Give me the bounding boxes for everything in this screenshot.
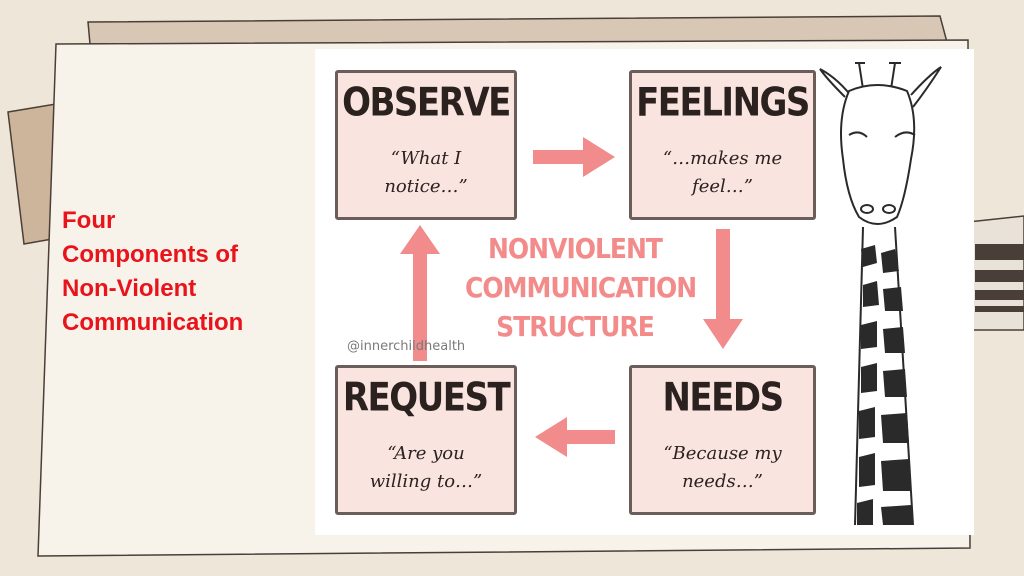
center-line-1: NONVIOLENT <box>488 232 663 265</box>
title-line-4: Communication <box>62 309 244 336</box>
title-line-1: Four <box>62 207 116 234</box>
slide-title: Four Components of Non-Violent Communica… <box>62 204 322 340</box>
card-needs-quote-line-2: needs…” <box>682 471 763 492</box>
card-feelings: FEELINGS “…makes me feel…” <box>629 70 816 220</box>
arrow-feelings-to-needs <box>703 229 743 349</box>
right-lined-paper <box>967 215 1024 331</box>
card-feelings-quote-line-2: feel…” <box>692 176 753 197</box>
diagram-center-label: NONVIOLENT COMMUNICATION STRUCTURE <box>465 229 697 346</box>
giraffe-spots <box>857 245 913 525</box>
card-request: REQUEST “Are you willing to…” <box>335 365 517 515</box>
card-observe-heading: OBSERVE <box>342 80 511 126</box>
card-request-quote-line-1: “Are you <box>387 443 465 464</box>
card-feelings-heading: FEELINGS <box>636 80 810 126</box>
title-line-3: Non-Violent <box>62 275 197 302</box>
card-request-heading: REQUEST <box>342 375 511 421</box>
title-line-2: Components of <box>62 241 238 268</box>
center-line-2: COMMUNICATION <box>465 271 697 304</box>
diagram-arrows <box>400 62 942 526</box>
card-feelings-quote: “…makes me feel…” <box>638 145 807 201</box>
arrow-request-to-observe <box>400 225 440 361</box>
card-observe: OBSERVE “What I notice…” <box>335 70 517 220</box>
card-needs: NEEDS “Because my needs…” <box>629 365 816 515</box>
arrow-observe-to-feelings <box>533 137 615 177</box>
card-request-quote-line-2: willing to…” <box>369 471 483 492</box>
credit-handle: @innerchildhealth <box>347 339 466 354</box>
card-request-quote: “Are you willing to…” <box>344 440 508 496</box>
card-needs-quote: “Because my needs…” <box>638 440 807 496</box>
arrow-needs-to-request <box>535 417 615 457</box>
card-observe-quote: “What I notice…” <box>344 145 508 201</box>
card-needs-quote-line-1: “Because my <box>663 443 782 464</box>
giraffe-illustration <box>819 62 942 526</box>
nvc-diagram-image: OBSERVE “What I notice…” FEELINGS “…make… <box>315 49 974 535</box>
center-line-3: STRUCTURE <box>496 310 655 343</box>
card-observe-quote-line-2: notice…” <box>384 176 468 197</box>
card-observe-quote-line-1: “What I <box>390 148 462 169</box>
card-needs-heading: NEEDS <box>662 375 784 421</box>
card-feelings-quote-line-1: “…makes me <box>662 148 783 169</box>
